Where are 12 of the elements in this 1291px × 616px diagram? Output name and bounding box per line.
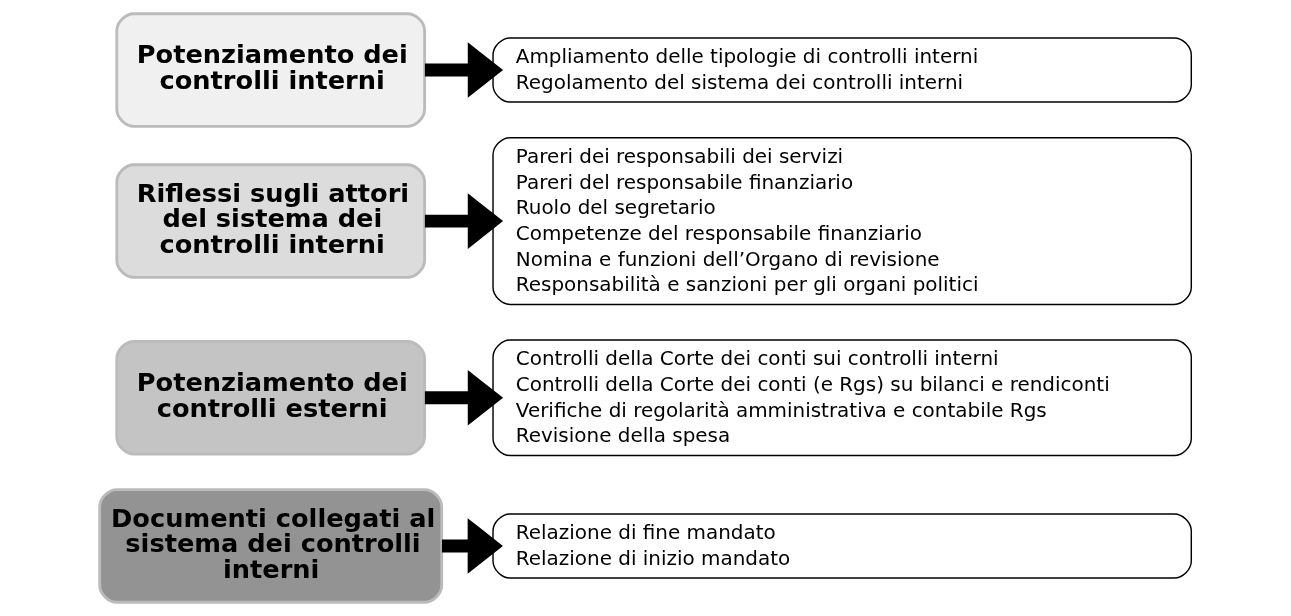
arrow [441, 518, 503, 574]
node-box: Relazione di fine mandato Relazione di inizio mandato [492, 513, 1192, 579]
node-box: Ampliamento delle tipologie di controlli interni Regolamento del sistema dei controlli interni [492, 37, 1192, 103]
arrow [424, 369, 504, 426]
node-box: Controlli della Corte dei conti sui controlli interni Controlli della Corte dei conti (e Rgs) su bilanci e rendiconti Verifiche di regolarità amministrativa e contabile Rgs Revisione della spesa [492, 339, 1192, 457]
node-box: Riflessi sugli attori del sistema dei controlli interni [115, 163, 427, 279]
node-box: Documenti collegati al sistema dei controlli interni [98, 488, 444, 604]
arrow [424, 193, 504, 249]
node-box: Pareri dei responsabili dei servizi Pareri del responsabile finanziario Ruolo del segretario Competenze del responsabile finanziario Nomina e funzioni dell’Organo di revisione Responsabilità e sanzioni per gli organi politici [492, 137, 1192, 306]
node-box: Potenziamento dei controlli interni [115, 12, 427, 128]
arrow [424, 42, 504, 98]
node-box: Potenziamento dei controlli esterni [115, 340, 427, 456]
